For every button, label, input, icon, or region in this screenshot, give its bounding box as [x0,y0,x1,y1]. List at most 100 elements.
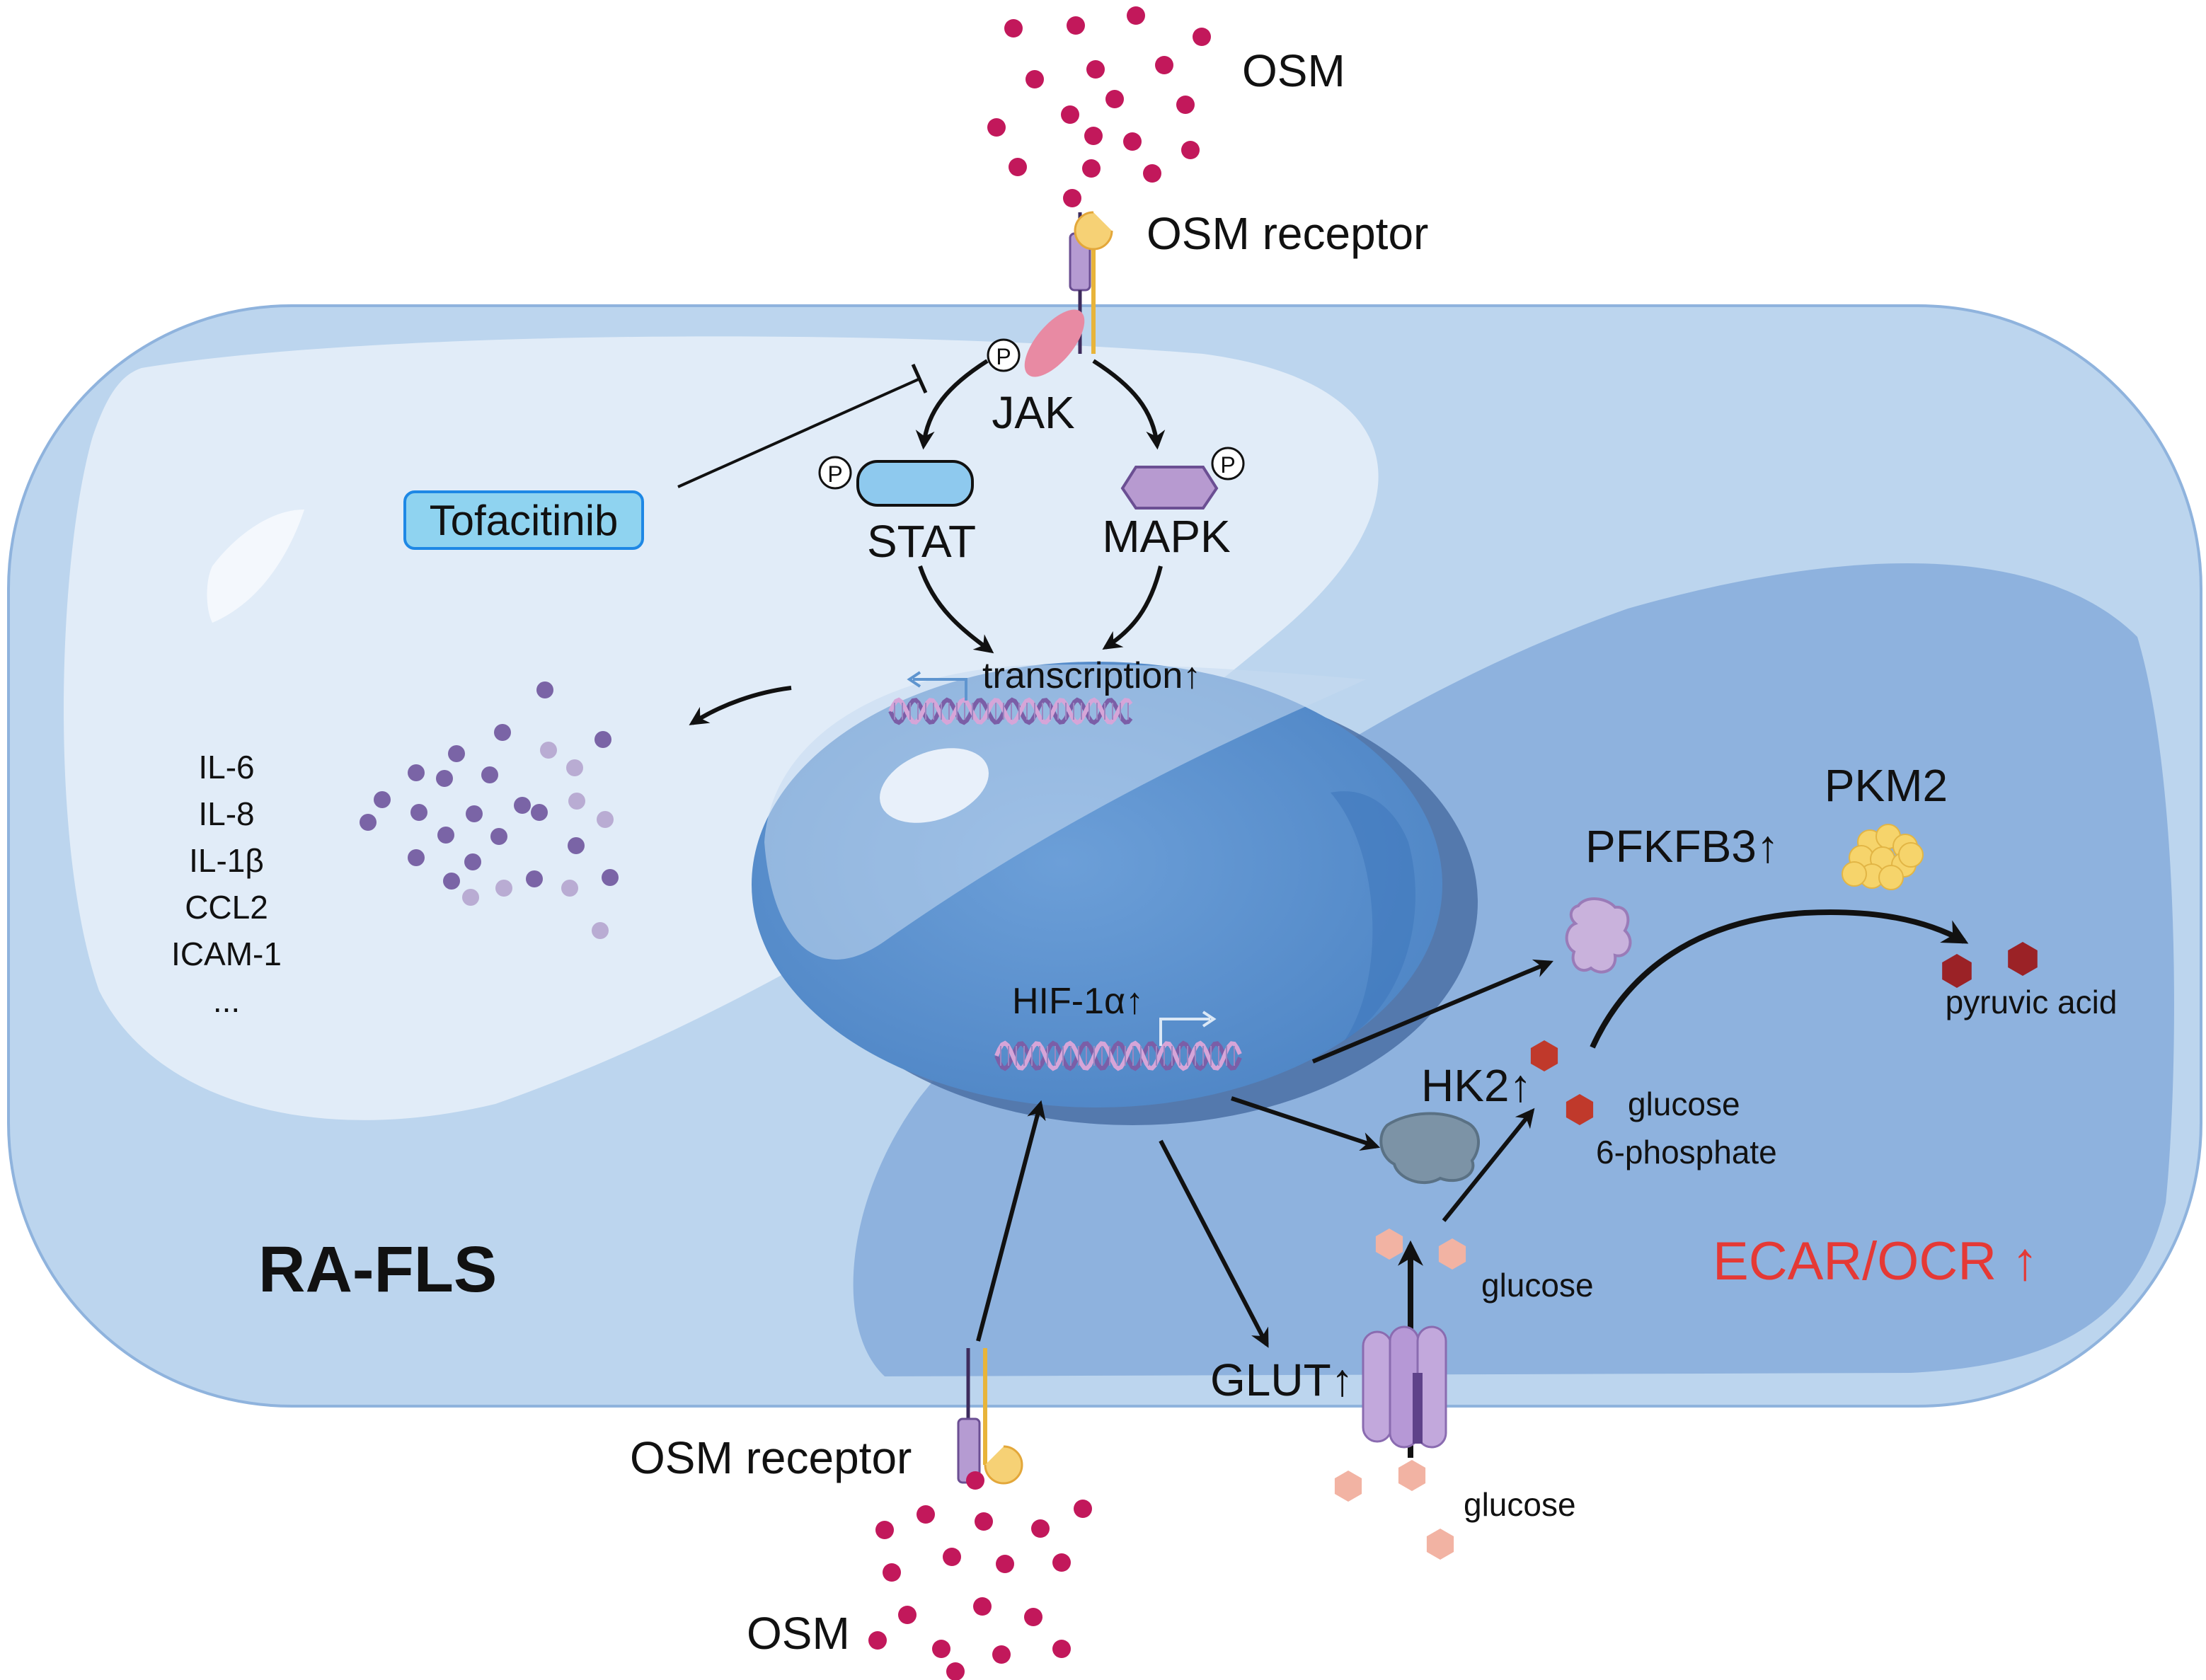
pkm2-subunit [1842,861,1867,887]
pfkfb3-label: PFKFB3↑ [1585,821,1779,872]
hif-transcription-arrow [1159,1018,1210,1046]
cytokine-label: CCL2 [185,889,268,926]
dna-helix-icon [888,697,1133,725]
cytokine-dot [495,880,512,897]
stat-protein-icon [856,460,974,507]
ecar-ocr-label: ECAR/OCR ↑ [1713,1231,2038,1291]
svg-text:P: P [996,344,1011,369]
cytokine-dot [466,805,483,822]
glucose-icon [1334,1471,1362,1502]
cell-type-label: RA-FLS [258,1233,497,1306]
svg-text:P: P [827,461,842,487]
arrow-mapk-to-transcription [1102,565,1163,650]
jak-kinase-icon [1024,309,1085,377]
mapk-label: MAPK [1102,511,1230,562]
glucose-inside-label: glucose [1481,1267,1594,1304]
svg-text:P: P [1220,452,1235,478]
osm-ligands-top [987,6,1211,207]
osm-ligand-icon [1084,127,1103,145]
osm-ligand-icon [1004,19,1023,38]
metabolite-hexagons [1334,942,2038,1560]
arrow-jak-to-mapk [1092,359,1166,450]
osm-ligand-icon [1086,60,1105,79]
osm-ligand-icon [996,1555,1014,1573]
dna-strand [888,697,1133,725]
cytokine-dot [592,922,609,939]
cytokine-dot [540,742,557,759]
pkm2-subunit [1878,865,1904,890]
osm-ligand-icon [1063,189,1081,207]
osm-ligand-icon [883,1563,901,1582]
osm-receptor-label-bottom: OSM receptor [630,1432,912,1483]
osm-ligand-icon [1105,90,1124,108]
arrow-receptor-to-hif [976,1100,1046,1342]
osm-ligand-icon [1052,1640,1071,1658]
g6p-label-line1: glucose [1628,1086,1740,1122]
glucose-icon [1375,1229,1403,1260]
cytokine-dot [594,731,611,748]
cytoplasm-region-light [64,336,1379,1120]
cytokine-dot [360,814,377,831]
tofacitinib-box [403,490,644,550]
arrow-hif-to-pfkfb3 [1311,959,1553,1064]
osm-receptor-label-top: OSM receptor [1147,208,1428,259]
pyruvic-acid-icon [2008,942,2038,976]
glucose-6-phosphate-icon [1530,1040,1558,1071]
jak-label: JAK [992,387,1074,438]
cytokine-label: IL-1β [189,842,264,879]
osm-ligand-icon [898,1606,917,1624]
cytokine-dot [408,764,425,781]
osm-ligand-icon [868,1631,887,1650]
osm-ligand-icon [1143,164,1161,183]
mapk-protein-icon [1120,466,1219,510]
osm-ligand-icon [1052,1553,1071,1572]
stat-phospho-icon: P [818,456,852,490]
osm-ligand-icon [1067,16,1085,35]
osm-ligand-icon [1181,141,1200,159]
cytokine-dot [448,745,465,762]
pfkfb3-protein-icon [1565,897,1632,974]
osm-ligand-icon [1155,56,1173,74]
cytokine-dot [566,759,583,776]
osm-label-bottom: OSM [747,1608,850,1659]
inhibition-line-tofacitinib [677,377,921,488]
osm-ligand-icon [917,1505,935,1524]
pkm2-subunit [1898,842,1924,868]
hk2-protein-icon [1379,1112,1480,1185]
tofacitinib-label: Tofacitinib [430,497,619,544]
cytokine-dot [410,804,427,821]
osm-label-top: OSM [1242,45,1345,96]
cytokine-dot [602,869,619,886]
cytokine-dot [597,811,614,828]
cytokine-dot [536,681,553,698]
osm-ligand-icon [1193,28,1211,46]
cytokine-dot [531,804,548,821]
osm-ligand-icon [975,1512,993,1531]
cytokine-label: ICAM-1 [171,936,282,972]
osm-ligand-icon [1026,70,1044,88]
glut-label: GLUT↑ [1210,1354,1354,1405]
cytokine-dot [437,827,454,844]
cytokine-label: ... [213,982,240,1019]
dna-helix-icon [994,1040,1242,1071]
osm-ligand-icon [943,1548,961,1566]
cytokine-dot [490,828,507,845]
osm-ligand-icon [1024,1608,1042,1626]
mapk-phospho-icon: P [1211,447,1245,481]
cytokine-dot [464,853,481,870]
transcription-label: transcription↑ [982,655,1201,696]
cytokine-dot [462,889,479,906]
osm-receptor-top [1069,211,1113,354]
g6p-label-line2: 6-phosphate [1596,1134,1777,1170]
osm-ligand-icon [966,1471,984,1490]
pkm2-label: PKM2 [1825,760,1948,811]
osm-ligand-icon [987,118,1006,137]
osm-ligand-icon [1123,132,1142,151]
cytokine-dot [443,873,460,890]
nucleolus [880,748,989,823]
arrow-g6p-to-pyruvate [1590,909,1969,1049]
nucleus-inner-shadow [1331,791,1415,1040]
glucose-6-phosphate-icon [1566,1094,1594,1125]
osm-ligand-icon [932,1640,950,1658]
arrow-glucose-to-g6p [1442,1107,1535,1222]
